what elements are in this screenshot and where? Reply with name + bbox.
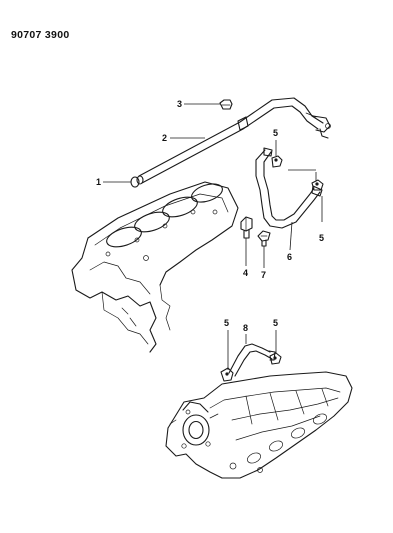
callout-clamp-right: 5 xyxy=(319,233,324,243)
fitting-part xyxy=(240,216,253,239)
hose-clamp-part xyxy=(220,367,234,382)
engine-block-illustration xyxy=(71,181,239,353)
callout-vent-hose: 6 xyxy=(287,252,292,262)
callout-vacuum-hose: 8 xyxy=(243,323,248,333)
hose-clamp-part xyxy=(269,352,282,365)
bolt-part xyxy=(257,230,271,247)
bolt-part xyxy=(219,99,233,110)
callout-breather-pipe: 2 xyxy=(162,133,167,143)
leader-lines xyxy=(103,103,323,370)
intake-manifold-illustration xyxy=(165,371,353,479)
callout-clamp-upper: 5 xyxy=(273,128,278,138)
callout-fitting: 4 xyxy=(243,268,248,278)
callout-labels: 1 2 3 4 5 5 5 5 6 7 8 xyxy=(96,99,324,333)
breather-pipe-part xyxy=(136,97,331,185)
diagram-number: 90707 3900 xyxy=(11,29,69,41)
callout-o-ring: 1 xyxy=(96,177,101,187)
callout-clamp-lower-right: 5 xyxy=(273,318,278,328)
callout-bolt-top: 3 xyxy=(177,99,182,109)
hose-clamp-part xyxy=(271,155,283,168)
vent-hose-part xyxy=(255,147,323,229)
callout-clamp-lower-left: 5 xyxy=(224,318,229,328)
vacuum-hose-part xyxy=(228,343,276,377)
hose-clamp-part xyxy=(311,179,324,191)
callout-bolt-lower: 7 xyxy=(261,270,266,280)
